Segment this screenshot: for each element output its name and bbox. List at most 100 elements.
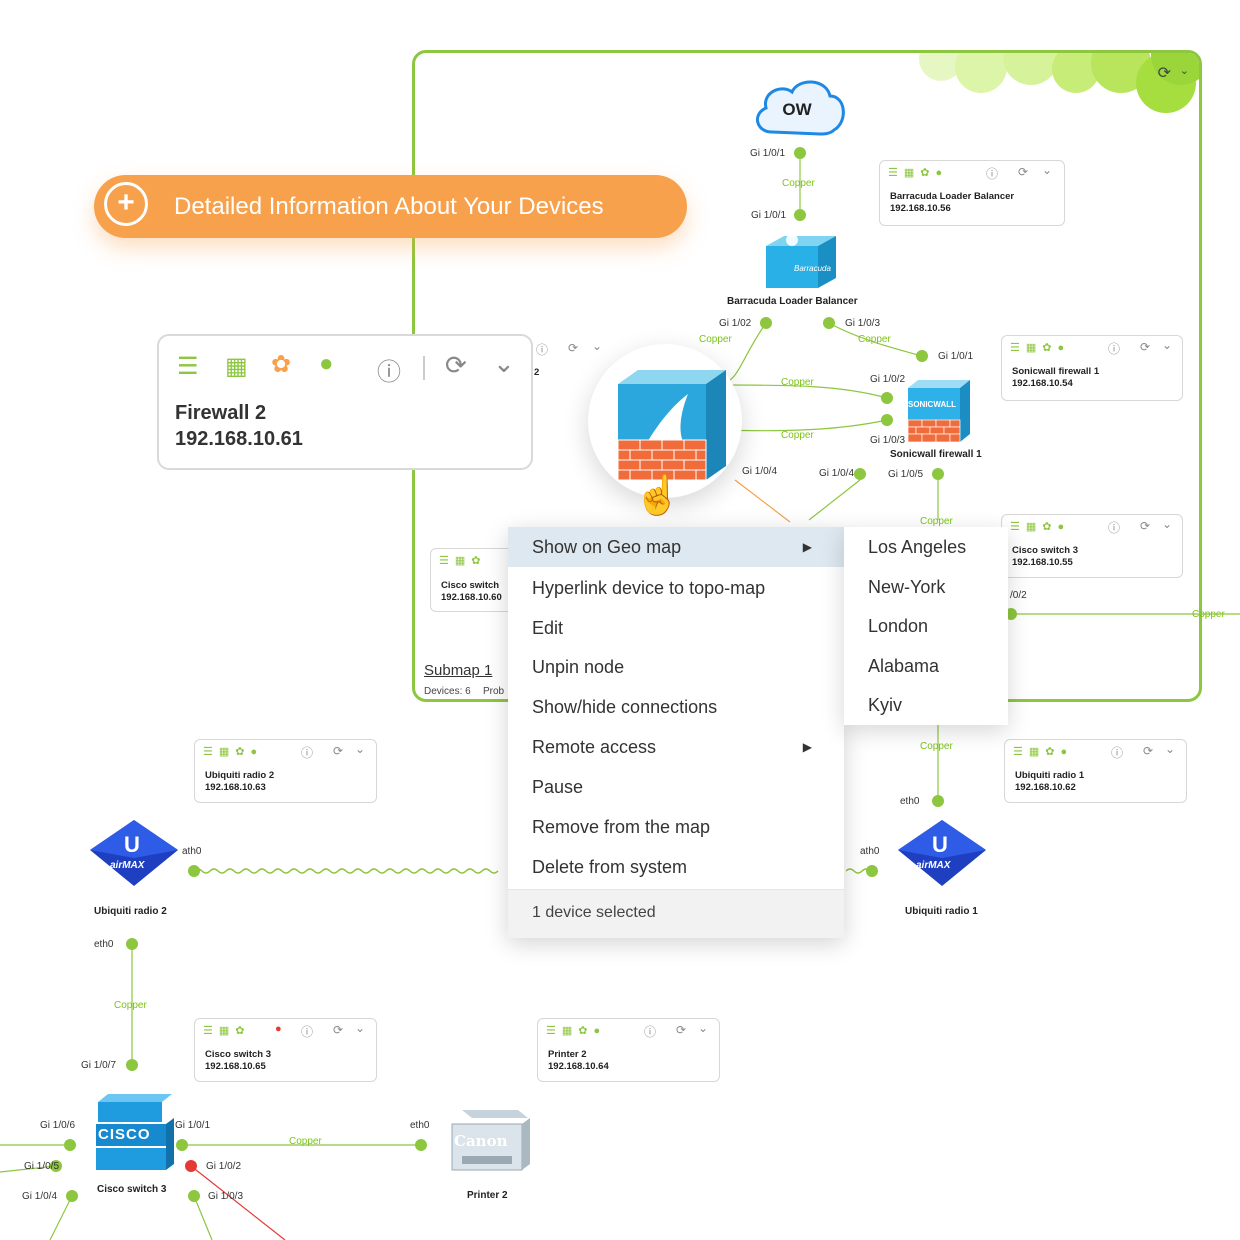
menu-item-label: Delete from system xyxy=(532,857,688,877)
printer2-callout: ☰▦✿● ⓘ ⟳ ⌄ Printer 2 192.168.10.64 xyxy=(537,1018,720,1082)
cisco-switch-55-callout: ☰▦✿● ⓘ ⟳ ⌄ Cisco switch 3 192.168.10.55 xyxy=(1001,514,1183,578)
chevron-down-icon[interactable]: ⌄ xyxy=(355,1021,366,1035)
canon-brand: Canon xyxy=(454,1132,508,1150)
menu-item-delete-from-system[interactable]: Delete from system xyxy=(508,847,844,887)
menu-item-unpin[interactable]: Unpin node xyxy=(508,647,844,687)
menu-item-remove-from-map[interactable]: Remove from the map xyxy=(508,807,844,847)
firewall2-node[interactable] xyxy=(588,344,742,498)
port-dot xyxy=(188,1190,200,1202)
firewall-icon xyxy=(617,370,726,481)
cisco3-port-top: Gi 1/0/7 xyxy=(81,1060,117,1071)
callout-ip: 192.168.10.65 xyxy=(205,1061,266,1072)
submap-chevron-down-icon[interactable]: ⌄ xyxy=(1179,65,1189,77)
info-icon[interactable]: ⓘ xyxy=(986,167,999,181)
sonicwall-port-top: Gi 1/0/1 xyxy=(938,351,974,362)
geo-item-london[interactable]: London xyxy=(844,606,1008,646)
printer-icon xyxy=(451,1110,530,1171)
user-icon-alert[interactable]: ● xyxy=(275,1023,282,1035)
refresh-icon[interactable]: ⟳ xyxy=(1140,340,1151,354)
callout-ip: 192.168.10.56 xyxy=(890,203,951,214)
submap-refresh-icon[interactable]: ⟳ xyxy=(1157,65,1171,82)
chevron-down-icon[interactable]: ⌄ xyxy=(1162,517,1173,531)
submap-title[interactable]: Submap 1 xyxy=(424,662,493,679)
chevron-down-icon[interactable]: ⌄ xyxy=(1042,163,1053,177)
refresh-icon[interactable]: ⟳ xyxy=(676,1023,687,1037)
info-icon[interactable]: ⓘ xyxy=(377,359,401,386)
port-dot xyxy=(794,209,806,221)
info-banner[interactable]: + Detailed Information About Your Device… xyxy=(94,175,687,238)
ubiquiti2-device[interactable]: airMAX U xyxy=(88,818,180,888)
chevron-down-icon[interactable]: ⌄ xyxy=(1165,742,1176,756)
cloud-decoration xyxy=(919,53,1199,113)
menu-item-show-on-geo-map[interactable]: Show on Geo map ▶ xyxy=(508,527,844,567)
barracuda-port-right: Gi 1/0/3 xyxy=(845,318,881,329)
barracuda-port-top: Gi 1/0/1 xyxy=(751,210,787,221)
ubiquiti1-label: Ubiquiti radio 1 xyxy=(905,906,978,917)
cisco3-device[interactable]: CISCO xyxy=(92,1092,176,1174)
cloud-node[interactable]: OW xyxy=(750,74,848,140)
info-icon[interactable]: ⓘ xyxy=(1108,342,1121,356)
user-icon[interactable]: ● xyxy=(319,350,334,377)
info-icon[interactable]: ⓘ xyxy=(1111,746,1124,760)
geo-item-new-york[interactable]: New-York xyxy=(844,567,1008,607)
cisco3-port-6: Gi 1/0/6 xyxy=(40,1120,76,1131)
sonicwall-port-b: Gi 1/0/3 xyxy=(870,435,906,446)
refresh-icon[interactable]: ⟳ xyxy=(333,744,344,758)
refresh-icon[interactable]: ⟳ xyxy=(445,350,467,380)
printer2-device[interactable]: Canon xyxy=(448,1104,532,1174)
cisco3-port-4: Gi 1/0/4 xyxy=(22,1191,58,1202)
refresh-icon[interactable]: ⟳ xyxy=(1140,519,1151,533)
ubiquiti-radio-icon xyxy=(90,820,178,886)
submenu-arrow-icon: ▶ xyxy=(802,540,812,554)
port-dot xyxy=(1005,608,1017,620)
callout-ip: 192.168.10.55 xyxy=(1012,557,1073,568)
callout-icon-bar: ☰▦✿● xyxy=(1010,521,1071,533)
info-icon[interactable]: ⓘ xyxy=(301,746,314,760)
list-icon[interactable]: ☰ xyxy=(177,353,199,380)
building-icon[interactable]: ▦ xyxy=(225,353,248,380)
info-icon[interactable]: ⓘ xyxy=(536,343,549,357)
selection-count: 1 device selected xyxy=(532,904,656,921)
menu-footer: 1 device selected xyxy=(508,889,844,938)
menu-item-label: Edit xyxy=(532,618,564,638)
port-dot xyxy=(760,317,772,329)
sonicwall-port-c: Gi 1/0/4 xyxy=(819,468,855,479)
info-icon[interactable]: ⓘ xyxy=(301,1025,314,1039)
port-dot xyxy=(881,392,893,404)
menu-item-show-hide-connections[interactable]: Show/hide connections xyxy=(508,687,844,727)
refresh-icon[interactable]: ⟳ xyxy=(333,1023,344,1037)
hand-gear-icon[interactable]: ✿ xyxy=(271,351,292,378)
hand-cursor-icon: ☝ xyxy=(634,475,682,517)
submap-devices-count: Devices: 6 xyxy=(424,686,471,697)
chevron-down-icon[interactable]: ⌄ xyxy=(355,742,366,756)
callout-icon-bar: ☰▦✿ xyxy=(203,1025,251,1037)
chevron-down-icon[interactable]: ⌄ xyxy=(1162,338,1173,352)
geo-item-alabama[interactable]: Alabama xyxy=(844,646,1008,686)
barracuda-device[interactable]: Barracuda xyxy=(758,232,840,292)
port-dot xyxy=(823,317,835,329)
link-label-copper: Copper xyxy=(858,334,891,345)
geo-item-label: London xyxy=(868,616,929,636)
menu-item-edit[interactable]: Edit xyxy=(508,608,844,648)
chevron-down-icon[interactable]: ⌄ xyxy=(592,339,603,353)
geo-item-label: Alabama xyxy=(868,656,940,676)
link-label-copper: Copper xyxy=(920,516,953,527)
geo-item-kyiv[interactable]: Kyiv xyxy=(844,685,1008,725)
sonicwall-device[interactable]: SONICWALL xyxy=(904,378,972,444)
chevron-down-icon[interactable]: ⌄ xyxy=(493,348,515,378)
menu-item-pause[interactable]: Pause xyxy=(508,767,844,807)
menu-item-remote-access[interactable]: Remote access ▶ xyxy=(508,727,844,767)
callout-name: Cisco switch xyxy=(441,580,500,591)
geo-item-los-angeles[interactable]: Los Angeles xyxy=(844,527,1008,567)
refresh-icon[interactable]: ⟳ xyxy=(568,341,579,355)
divider xyxy=(423,356,425,380)
refresh-icon[interactable]: ⟳ xyxy=(1143,744,1154,758)
menu-item-hyperlink[interactable]: Hyperlink device to topo-map xyxy=(508,568,844,608)
cisco3-label: Cisco switch 3 xyxy=(97,1184,167,1195)
port-dot xyxy=(188,865,200,877)
refresh-icon[interactable]: ⟳ xyxy=(1018,165,1029,179)
info-icon[interactable]: ⓘ xyxy=(644,1025,657,1039)
ubiquiti1-device[interactable]: airMAX U xyxy=(896,818,988,888)
chevron-down-icon[interactable]: ⌄ xyxy=(698,1021,709,1035)
info-icon[interactable]: ⓘ xyxy=(1108,521,1121,535)
